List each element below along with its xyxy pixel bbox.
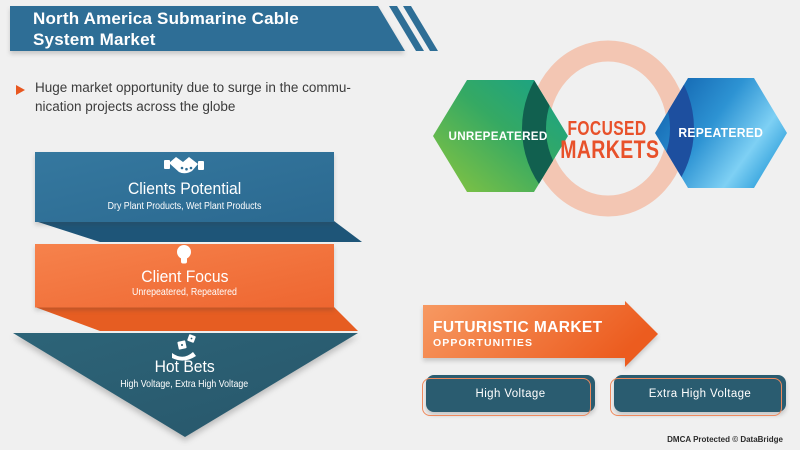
funnel-layer1-subtitle-text: Dry Plant Products, Wet Plant Products (107, 200, 262, 212)
futuristic-market-subtitle: OPPORTUNITIES (433, 337, 534, 349)
funnel-layer2-subtitle-text: Unrepeatered, Repeatered (132, 286, 237, 298)
funnel-layer3-title: Hot Bets (35, 357, 334, 377)
unrepeatered-text: UNREPEATERED (448, 129, 548, 143)
focused-text: FOCUSED (567, 118, 647, 140)
funnel-triangle-hot-bets (13, 333, 358, 437)
funnel-diagram (13, 152, 362, 437)
bullet-text: Huge market opportunity due to surge in … (35, 78, 375, 116)
focused-markets-diagram (433, 40, 787, 217)
high-voltage-button-label: High Voltage (475, 387, 546, 400)
bullet-text-line1: Huge market opportunity due to surge in … (35, 80, 351, 95)
funnel-layer2-title: Client Focus (35, 267, 334, 287)
futuristic-arrow-shape (423, 301, 658, 367)
hexagon-unrepeatered-label: UNREPEATERED (438, 129, 558, 143)
funnel-layer1-subtitle: Dry Plant Products, Wet Plant Products (35, 200, 334, 213)
high-voltage-button[interactable]: High Voltage (422, 375, 595, 416)
lightbulb-icon (177, 245, 191, 264)
funnel-layer3-subtitle: High Voltage, Extra High Voltage (35, 378, 334, 391)
hexagon-repeatered-crescent (655, 78, 694, 188)
funnel-layer3-subtitle-text: High Voltage, Extra High Voltage (120, 378, 249, 390)
repeatered-text: REPEATERED (678, 126, 764, 140)
banner-stripe-icon (389, 6, 424, 51)
page-title-line1: North America Submarine Cable (33, 9, 299, 28)
funnel-fold-2 (35, 307, 358, 331)
hexagon-repeatered-label: REPEATERED (661, 126, 781, 140)
banner-stripe-icon (403, 6, 438, 51)
hand-dice-icon (172, 334, 196, 361)
focused-markets-label: FOCUSED MARKETS (547, 118, 667, 164)
funnel-layer2-subtitle: Unrepeatered, Repeatered (35, 286, 334, 299)
funnel-layer2-title-text: Client Focus (140, 268, 229, 286)
extra-high-voltage-button-label: Extra High Voltage (648, 387, 752, 400)
title-banner (10, 6, 438, 51)
futuristic-market-title: FUTURISTIC MARKET (433, 319, 603, 336)
funnel-fold-1 (35, 221, 362, 242)
bullet-text-line2: nication projects across the globe (35, 99, 236, 114)
bullet-triangle-icon (16, 85, 25, 95)
funnel-layer3-title-text: Hot Bets (154, 358, 215, 376)
dmca-protection-notice: DMCA Protected © DataBridge (667, 435, 783, 444)
title-banner-shape (10, 6, 405, 51)
hexagon-unrepeatered-crescent (522, 80, 568, 192)
funnel-layer1-title: Clients Potential (35, 179, 334, 199)
page-title-line2: System Market (33, 30, 156, 49)
markets-text: MARKETS (560, 136, 660, 164)
handshake-icon (164, 157, 204, 174)
funnel-layer1-title-text: Clients Potential (127, 180, 242, 198)
extra-high-voltage-button[interactable]: Extra High Voltage (610, 375, 786, 416)
page-title: North America Submarine Cable System Mar… (33, 8, 403, 50)
